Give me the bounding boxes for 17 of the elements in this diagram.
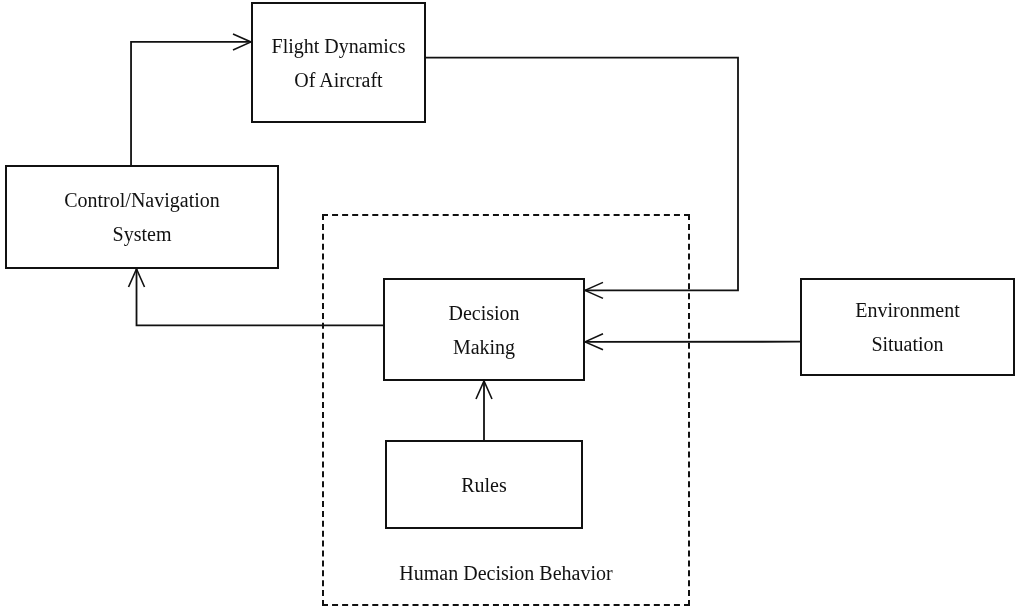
box-label: Rules [461,472,507,498]
arrow [127,268,384,327]
arrow [584,333,801,351]
arrow [130,33,252,166]
process-box [5,165,279,269]
process-box [385,440,583,529]
dashed-group-box [322,214,690,606]
box-label: Flight Dynamics Of Aircraft [270,33,407,93]
box-label: Control/Navigation System [63,188,221,248]
box-label: Decision Making [447,300,521,361]
process-box [251,2,426,123]
box-label: Environment Situation [854,298,961,357]
process-box [800,278,1015,376]
group-label: Human Decision Behavior [399,561,613,586]
process-box [383,278,585,381]
arrow [475,380,493,441]
arrow [425,56,739,300]
